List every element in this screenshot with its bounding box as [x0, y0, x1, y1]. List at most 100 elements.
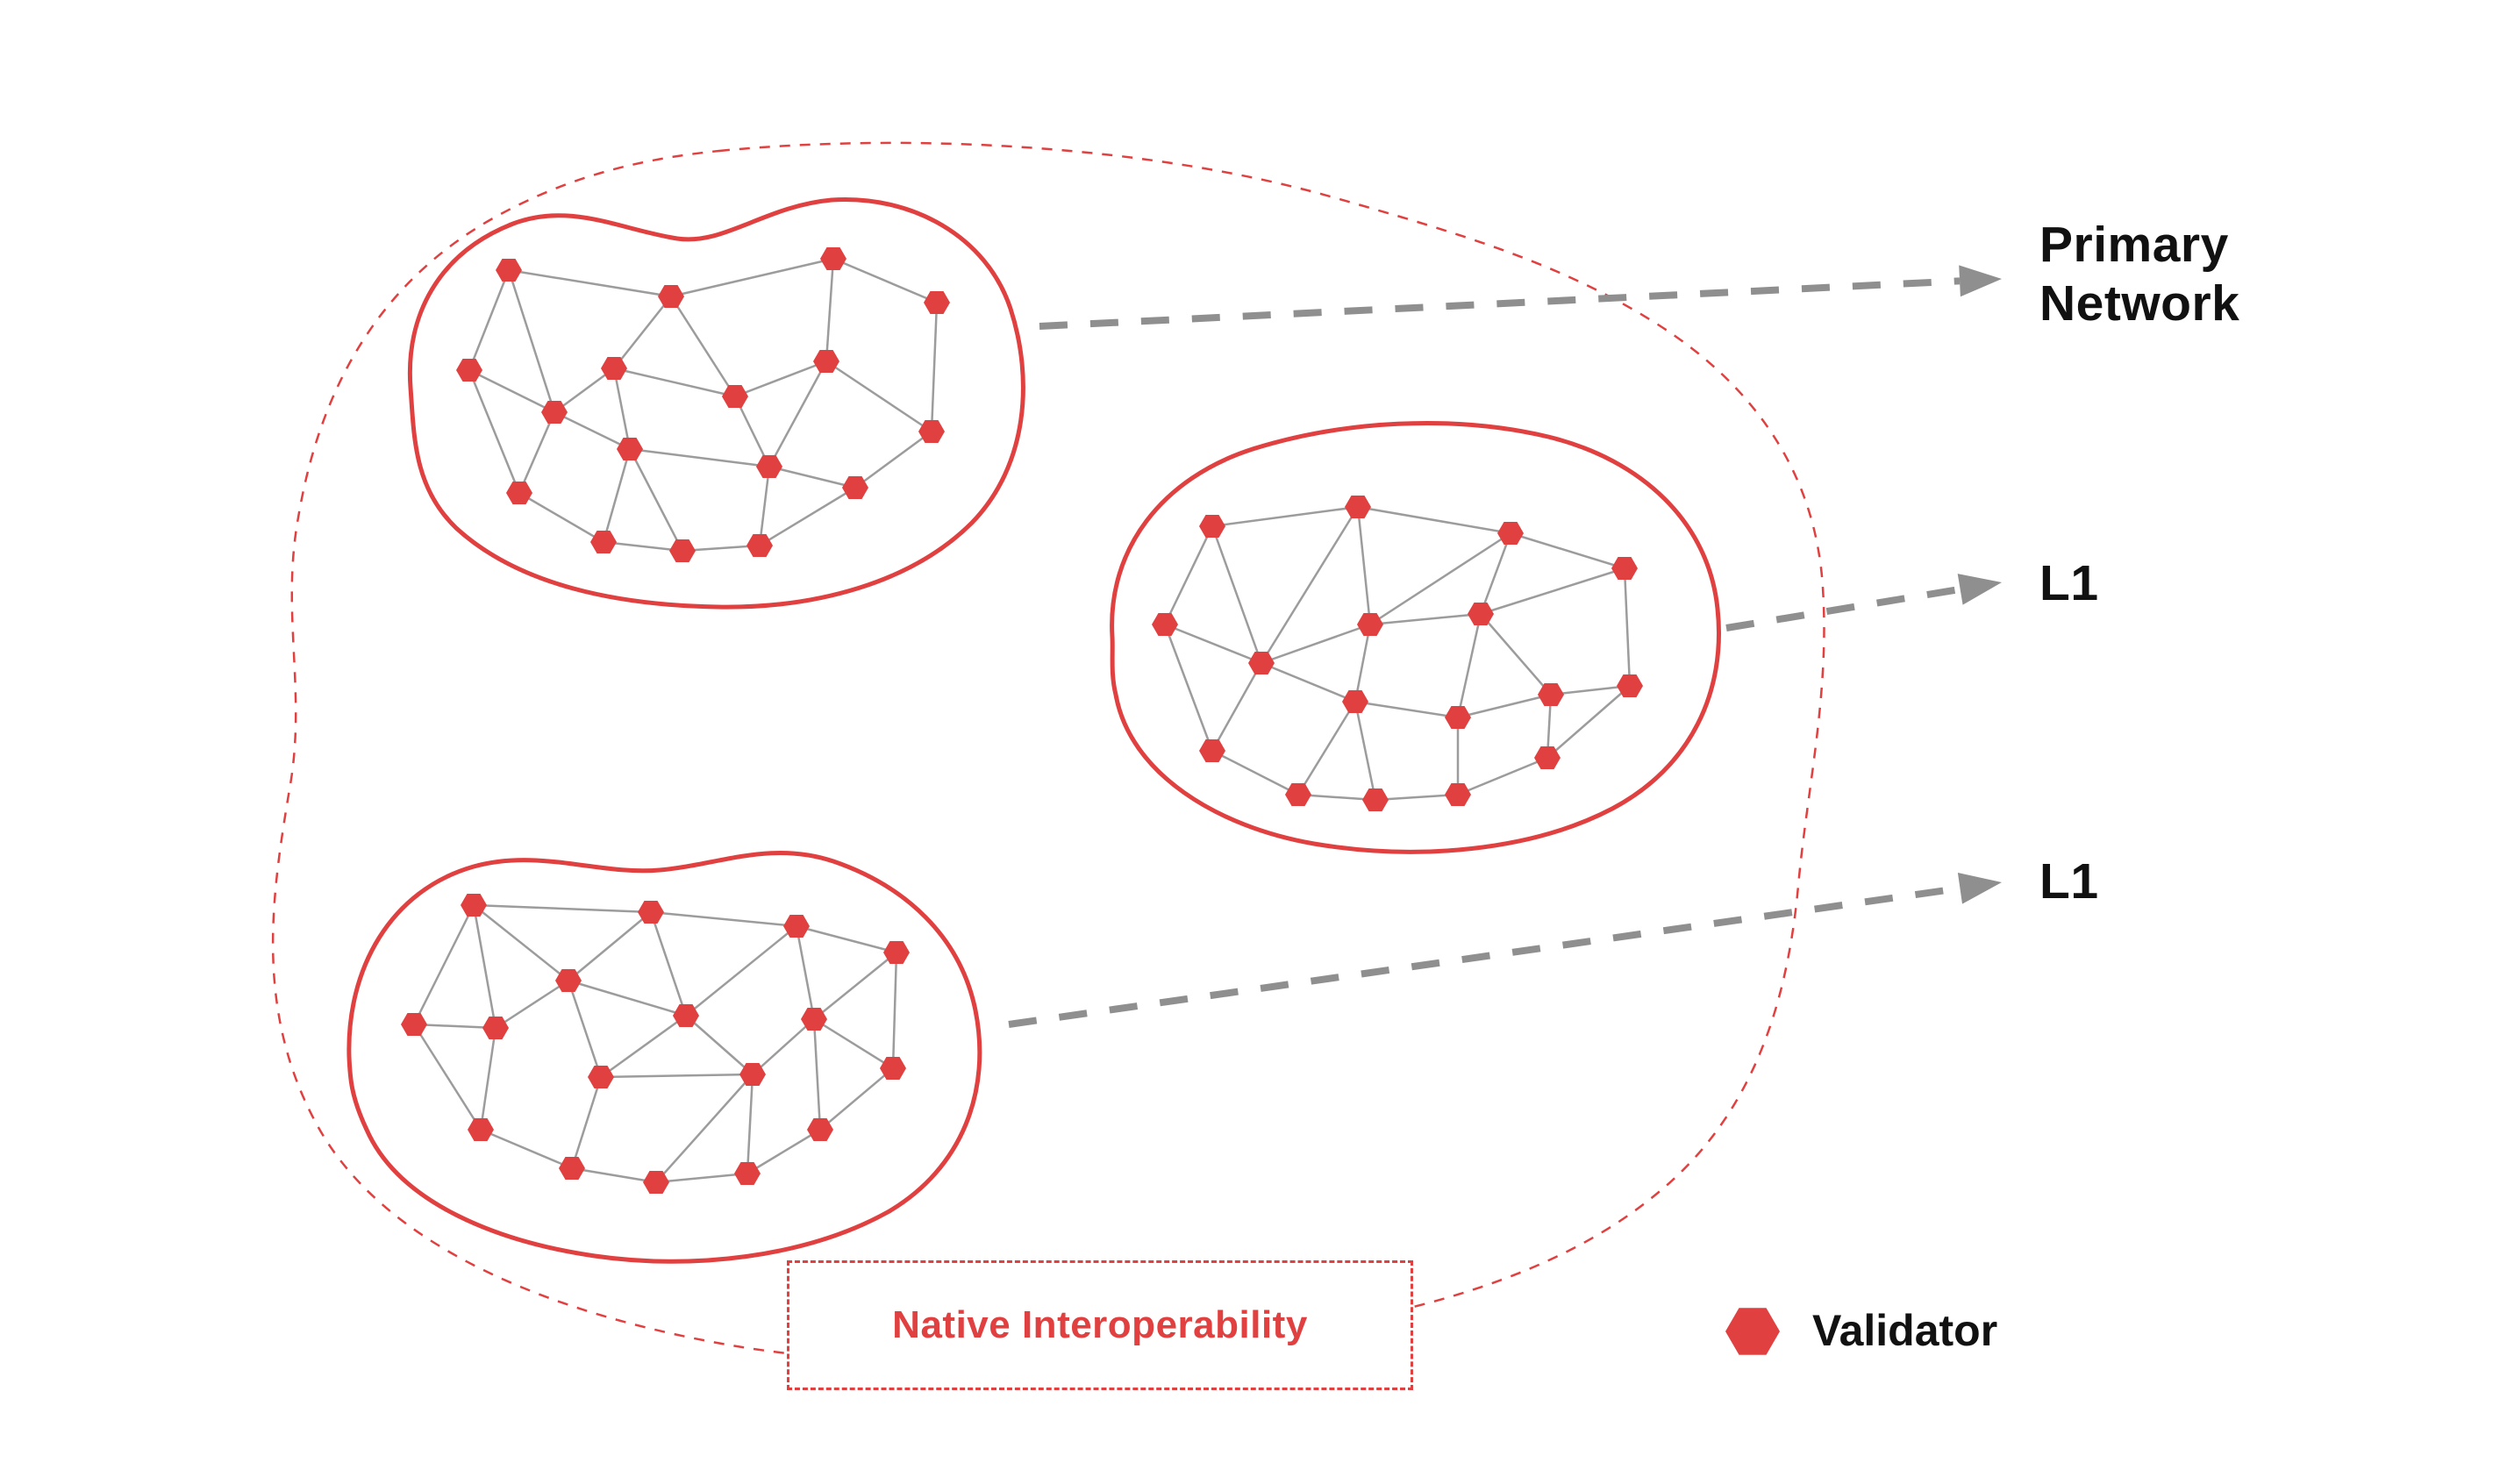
network-edge [1353, 701, 1377, 801]
network-edge [1375, 793, 1459, 802]
network-edge [1211, 505, 1359, 528]
network-edge [602, 448, 632, 543]
l1-label-bottom: L1 [2039, 853, 2099, 910]
validator-node-icon [1199, 739, 1225, 762]
network-edge [832, 257, 938, 304]
validator-node-icon [1357, 613, 1383, 636]
validator-node-icon [673, 1004, 699, 1027]
network-edge [758, 466, 771, 546]
network-edge [472, 904, 497, 1029]
network-edge [613, 296, 672, 369]
validator-node-icon [541, 401, 568, 424]
network-edge [479, 1027, 497, 1131]
network-edge [825, 258, 835, 362]
network-edge [1261, 623, 1371, 665]
validator-node-icon [918, 420, 945, 443]
native-interoperability-label: Native Interoperability [892, 1303, 1308, 1346]
network-edge [670, 257, 834, 298]
network-edge [1296, 701, 1357, 796]
validator-node-icon [1497, 522, 1524, 545]
validator-node-icon [1534, 746, 1561, 769]
network-edge [854, 430, 932, 489]
validator-node-icon [1445, 706, 1471, 729]
network-edge [1211, 525, 1263, 664]
network-edge [1479, 532, 1512, 615]
network-edge [570, 1076, 603, 1169]
network-edge [1211, 749, 1299, 796]
network-edge [554, 367, 615, 414]
network-edge [796, 924, 897, 954]
network-edge [1623, 567, 1632, 687]
network-edge [412, 1024, 482, 1131]
validator-node-icon [1468, 603, 1494, 625]
validator-node-icon [1342, 690, 1368, 713]
network-edge [1356, 506, 1372, 625]
network-edge [1546, 685, 1631, 759]
network-edge [568, 979, 687, 1017]
network-edge [473, 903, 652, 914]
network-edge [819, 1067, 894, 1131]
network-edge [768, 360, 828, 467]
validator-node-icon [401, 1013, 427, 1036]
network-edge [682, 544, 761, 553]
network-edge [603, 540, 683, 553]
network-edge [468, 269, 511, 371]
validator-node-icon [1285, 783, 1311, 806]
primary-network-label: Primary Network [2039, 217, 2240, 332]
network-edge [518, 411, 556, 494]
network-edge [1297, 793, 1376, 802]
network-edge [1260, 506, 1360, 664]
network-edge [795, 925, 816, 1020]
network-edge [685, 1015, 754, 1075]
arrow-l1-top-head [1957, 574, 2002, 605]
network-edge [613, 367, 736, 398]
validator-node-icon [482, 1017, 509, 1039]
l1-label-top: L1 [2039, 555, 2099, 611]
validator-node-icon [1538, 683, 1564, 706]
validator-node-icon [555, 969, 582, 992]
validator-node-icon [746, 534, 773, 557]
network-edge [669, 296, 737, 397]
arrow-primary-network-line [1039, 277, 1961, 330]
network-edge [508, 268, 672, 298]
validator-node-icon [1345, 496, 1371, 518]
network-edge [930, 302, 939, 432]
network-edge [1163, 624, 1214, 752]
validator-node-icon [638, 901, 664, 924]
validator-node-icon [783, 915, 810, 938]
validator-node-icon [734, 1162, 761, 1185]
network-edge [468, 368, 555, 414]
network-edge [612, 367, 632, 450]
validator-node-icon [756, 455, 782, 478]
validator-node-icon [588, 1066, 614, 1088]
validator-node-icon [1152, 613, 1178, 636]
primary-network-cluster-outline [407, 196, 1025, 610]
validator-node-icon [617, 438, 643, 460]
network-edge [412, 904, 475, 1025]
network-edge [746, 1074, 754, 1174]
validator-node-icon [1248, 652, 1275, 674]
validator-node-icon [801, 1008, 827, 1031]
interoperability-boundary [271, 141, 1825, 1363]
network-edge [813, 1017, 894, 1070]
validator-node-icon [590, 531, 617, 553]
network-edge [733, 396, 771, 467]
network-edge [655, 1074, 754, 1183]
network-edge [1163, 525, 1214, 625]
validator-node-icon [924, 291, 950, 314]
network-edge [1457, 693, 1552, 719]
arrow-l1-bottom-head [1957, 873, 2002, 904]
network-edge [629, 447, 770, 468]
network-edge [518, 491, 604, 544]
validator-node-icon [739, 1063, 766, 1086]
validator-node-icon [506, 482, 532, 504]
arrow-l1-top-line [1725, 585, 1961, 631]
network-edge [495, 979, 569, 1030]
network-edge [468, 369, 521, 494]
network-edge [1211, 662, 1263, 752]
network-edge [600, 1014, 687, 1079]
network-edge [1354, 700, 1459, 719]
network-edge [649, 911, 688, 1017]
